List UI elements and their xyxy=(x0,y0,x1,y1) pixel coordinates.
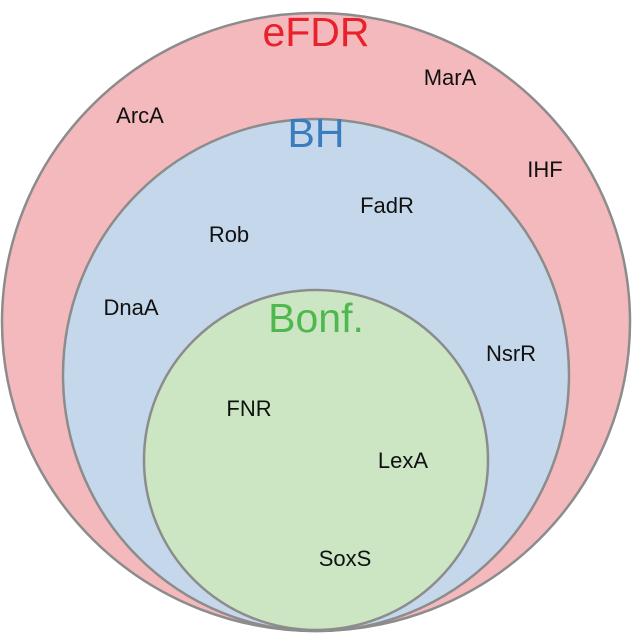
item-label-ihf: IHF xyxy=(527,157,562,182)
item-label-mara: MarA xyxy=(424,65,477,90)
efdr-set-title: eFDR xyxy=(262,9,369,55)
bonf-set-title: Bonf. xyxy=(268,295,364,341)
bonf-set-region xyxy=(142,288,490,632)
item-label-soxs: SoxS xyxy=(319,546,372,571)
bh-set-title: BH xyxy=(288,110,345,156)
item-label-lexa: LexA xyxy=(378,448,428,473)
item-label-arca: ArcA xyxy=(116,103,164,128)
item-label-fnr: FNR xyxy=(226,396,271,421)
item-label-fadr: FadR xyxy=(360,193,414,218)
item-label-rob: Rob xyxy=(209,222,249,247)
item-label-nsrr: NsrR xyxy=(486,341,536,366)
item-label-dnaa: DnaA xyxy=(103,295,158,320)
